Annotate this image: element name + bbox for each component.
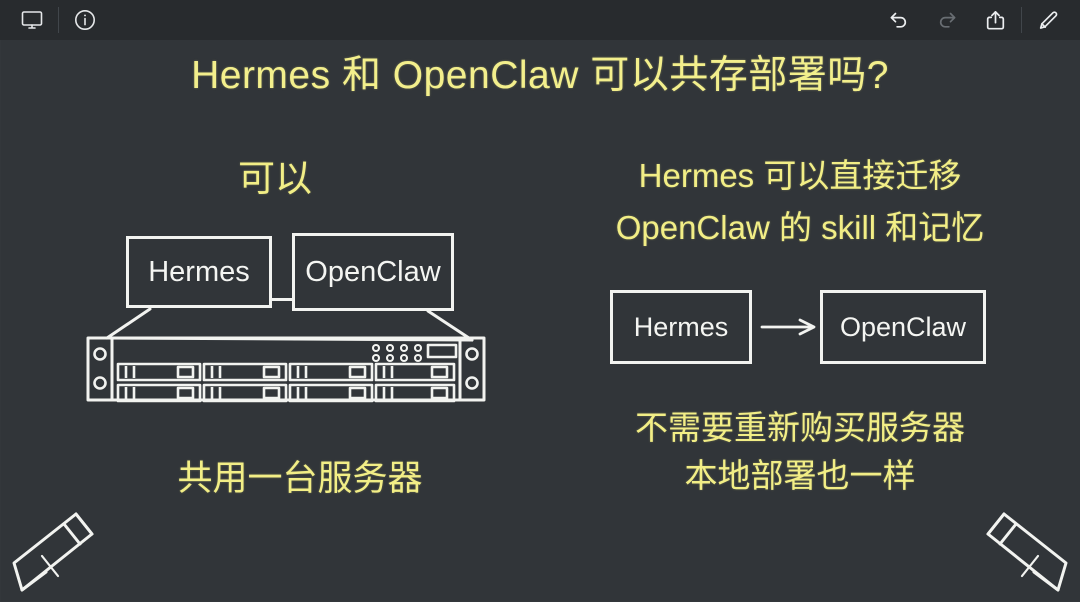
left-diagram-box-openclaw-label: OpenClaw (305, 255, 441, 288)
pencil-decoration-icon (986, 512, 1068, 592)
left-answer-label: 可以 (238, 158, 312, 199)
page-title: Hermes 和 OpenClaw 可以共存部署吗? (191, 54, 889, 97)
box-connector-line (272, 298, 294, 301)
right-heading-line2: OpenClaw 的 skill 和记忆 (615, 209, 985, 246)
rack-server-icon (86, 336, 486, 403)
info-icon[interactable] (61, 0, 109, 40)
flow-box-hermes-label: Hermes (633, 311, 729, 342)
left-diagram-box-openclaw: OpenClaw (292, 233, 454, 311)
left-diagram-box-hermes-label: Hermes (148, 255, 250, 288)
server-led-panel (371, 343, 423, 363)
left-diagram-box-hermes: Hermes (126, 236, 272, 308)
right-caption-line2: 本地部署也一样 (684, 457, 916, 494)
server-drive-bays (116, 362, 456, 403)
server-display-rect (426, 343, 458, 359)
toolbar-divider (1021, 7, 1022, 33)
toolbar-divider (58, 7, 59, 33)
right-caption-line1: 不需要重新购买服务器 (635, 409, 965, 446)
top-toolbar (0, 0, 1080, 40)
share-icon[interactable] (971, 0, 1019, 40)
pencil-decoration-icon (12, 512, 94, 592)
flow-box-openclaw: OpenClaw (820, 290, 986, 364)
toolbar-left-group (8, 0, 109, 40)
left-caption: 共用一台服务器 (177, 459, 423, 498)
pencil-icon[interactable] (1024, 0, 1072, 40)
flow-box-openclaw-label: OpenClaw (839, 311, 967, 342)
display-icon[interactable] (8, 0, 56, 40)
right-heading-line1: Hermes 可以直接迁移 (638, 157, 962, 194)
undo-icon[interactable] (875, 0, 923, 40)
right-caption: 不需要重新购买服务器 本地部署也一样 (560, 404, 1040, 500)
arrow-right-icon (760, 318, 816, 336)
server-legs (105, 307, 474, 342)
redo-icon[interactable] (923, 0, 971, 40)
right-heading: Hermes 可以直接迁移 OpenClaw 的 skill 和记忆 (560, 150, 1040, 254)
toolbar-right-group (875, 0, 1072, 40)
flow-box-hermes: Hermes (610, 290, 752, 364)
